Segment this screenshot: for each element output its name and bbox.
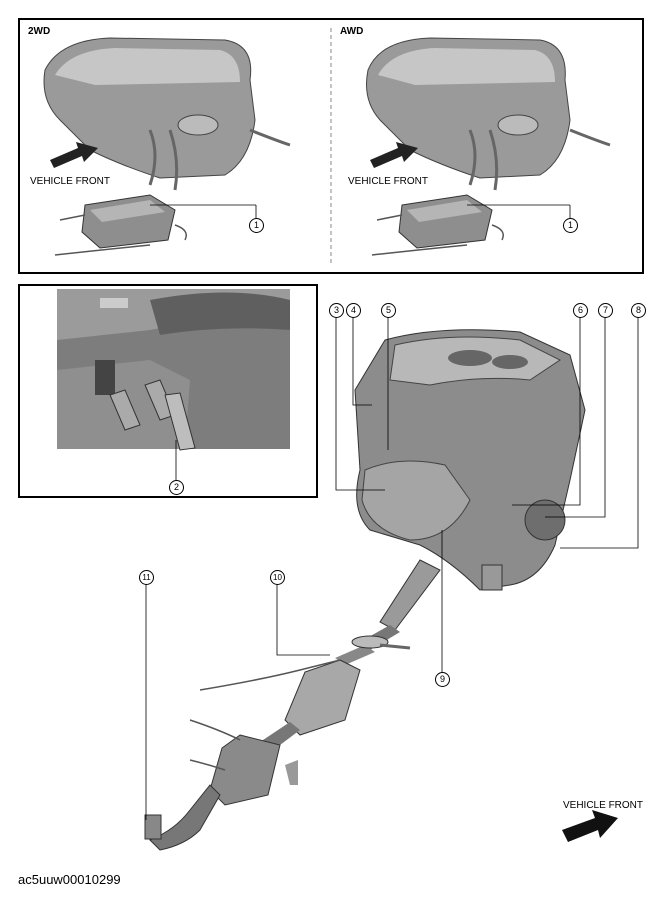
vehicle-front-label-awd: VEHICLE FRONT	[348, 176, 429, 187]
callout-10: 10	[270, 570, 285, 585]
callout-11: 11	[139, 570, 154, 585]
callout-4: 4	[346, 303, 361, 318]
pedal-illustration	[57, 289, 290, 451]
callout-8: 8	[631, 303, 646, 318]
exhaust-illustration	[144, 559, 441, 851]
callout-5: 5	[381, 303, 396, 318]
callout-1-awd: 1	[563, 218, 578, 233]
callout-7: 7	[598, 303, 613, 318]
label-awd: AWD	[340, 26, 364, 37]
fuel-tank-awd-illustration	[366, 37, 611, 256]
fuel-tank-2wd-illustration	[43, 37, 291, 256]
label-2wd: 2WD	[28, 26, 51, 37]
leader-lines	[145, 316, 639, 820]
callout-1-2wd: 1	[249, 218, 264, 233]
vehicle-front-arrow-bottom	[562, 810, 618, 842]
callout-2: 2	[169, 480, 184, 495]
callout-3: 3	[329, 303, 344, 318]
callout-6: 6	[573, 303, 588, 318]
vehicle-front-label-bottom: VEHICLE FRONT	[563, 800, 644, 811]
vehicle-front-label-2wd: VEHICLE FRONT	[30, 176, 111, 187]
engine-illustration	[354, 329, 586, 591]
figure-code: ac5uuw00010299	[18, 872, 121, 887]
callout-9: 9	[435, 672, 450, 687]
